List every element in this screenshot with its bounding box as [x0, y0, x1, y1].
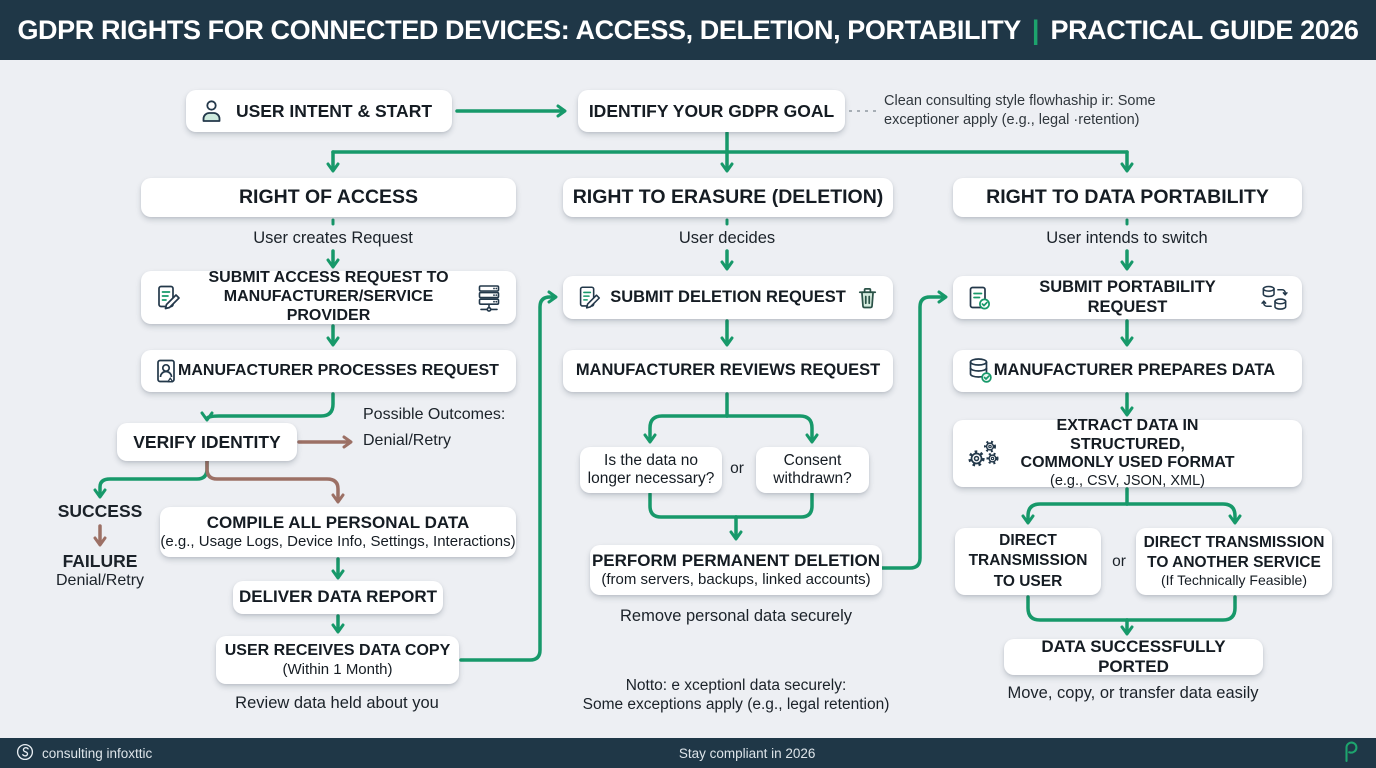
footer-bar: consulting infoxttic Stay compliant in 2…	[0, 738, 1376, 768]
node-label: RIGHT OF ACCESS	[238, 186, 419, 208]
node-label: USER INTENT & START	[235, 100, 433, 121]
node-label: COMMONLY USED FORMAT	[1020, 454, 1235, 472]
node-label: DELIVER DATA REPORT	[238, 587, 438, 607]
gears-icon	[965, 436, 1001, 472]
node-user-receives-copy: USER RECEIVES DATA COPY (Within 1 Month)	[216, 636, 459, 684]
node-direct-transmission-user: DIRECT TRANSMISSION TO USER	[955, 528, 1101, 595]
erasure-note-line2: Some exceptions apply (e.g., legal reten…	[582, 696, 890, 713]
node-label: MANUFACTURER PREPARES DATA	[993, 361, 1276, 380]
portability-sublabel: User intends to switch	[1046, 229, 1208, 247]
node-label: SUBMIT PORTABILITY REQUEST	[1039, 278, 1216, 316]
person-icon	[198, 98, 225, 125]
node-label: MANUFACTURER/SERVICE PROVIDER	[223, 288, 434, 324]
document-edit-icon	[575, 284, 603, 312]
access-footnote: Review data held about you	[235, 694, 439, 712]
footer-tagline: Stay compliant in 2026	[678, 745, 816, 761]
node-manufacturer-reviews: MANUFACTURER REVIEWS REQUEST	[563, 350, 893, 392]
footer-brand: consulting infoxttic	[16, 743, 152, 764]
possible-outcomes-value: Denial/Retry	[363, 432, 452, 449]
annotation-line2: exceptioner apply (e.g., legal ·retentio…	[884, 112, 1140, 129]
node-verify-identity: VERIFY IDENTITY	[117, 423, 297, 461]
node-label: withdrawn?	[773, 470, 852, 487]
node-user-intent: USER INTENT & START	[186, 90, 452, 132]
node-question-consent-withdrawn: Consent withdrawn?	[756, 447, 869, 493]
or-label-erasure: or	[730, 460, 744, 477]
node-label: VERIFY IDENTITY	[133, 431, 281, 452]
portability-footnote: Move, copy, or transfer data easily	[1007, 684, 1259, 702]
erasure-sublabel: User decides	[678, 229, 776, 247]
node-label: longer necessary?	[587, 470, 715, 487]
node-sublabel: (e.g., CSV, JSON, XML)	[1050, 473, 1205, 490]
id-document-icon	[153, 358, 180, 385]
data-transfer-icon	[1259, 282, 1290, 313]
node-perform-deletion: PERFORM PERMANENT DELETION (from servers…	[590, 545, 882, 595]
node-label: MANUFACTURER PROCESSES REQUEST	[178, 361, 499, 379]
header-right-to-erasure: RIGHT TO ERASURE (DELETION)	[563, 178, 893, 217]
header-right-to-portability: RIGHT TO DATA PORTABILITY	[953, 178, 1302, 217]
node-question-data-necessary: Is the data no longer necessary?	[580, 447, 722, 493]
node-identify-goal: IDENTIFY YOUR GDPR GOAL	[578, 90, 845, 132]
node-sublabel: (from servers, backups, linked accounts)	[601, 571, 871, 589]
node-submit-portability: SUBMIT PORTABILITY REQUEST	[953, 276, 1302, 319]
header-right-of-access: RIGHT OF ACCESS	[141, 178, 516, 217]
footer-logo-icon	[1342, 741, 1360, 766]
annotation-line1: Clean consulting style flowhaship ir: So…	[884, 93, 1156, 109]
node-manufacturer-prepares: MANUFACTURER PREPARES DATA	[953, 350, 1302, 392]
node-label: MANUFACTURER REVIEWS REQUEST	[575, 361, 881, 380]
trash-icon	[854, 284, 881, 311]
node-label: DIRECT	[999, 532, 1057, 550]
possible-outcomes-title: Possible Outcomes:	[363, 406, 506, 423]
brand-swirl-icon	[16, 743, 34, 764]
node-sublabel: (e.g., Usage Logs, Device Info, Settings…	[160, 533, 516, 551]
document-check-icon	[965, 284, 993, 312]
page-title: GDPR RIGHTS FOR CONNECTED DEVICES: ACCES…	[17, 14, 1021, 45]
node-label: TRANSMISSION	[968, 552, 1088, 570]
database-icon	[965, 356, 995, 386]
node-label: Consent	[783, 451, 842, 469]
node-submit-deletion: SUBMIT DELETION REQUEST	[563, 276, 893, 319]
annotation-note: Clean consulting style flowhaship ir: So…	[884, 92, 1156, 130]
node-label: TO ANOTHER SERVICE	[1147, 553, 1321, 571]
node-label: RIGHT TO DATA PORTABILITY	[986, 186, 1269, 208]
node-label: DATA SUCCESSFULLY PORTED	[1041, 636, 1226, 676]
node-label: DIRECT TRANSMISSION	[1143, 534, 1325, 552]
node-manufacturer-processes: MANUFACTURER PROCESSES REQUEST	[141, 350, 516, 392]
success-label: SUCCESS	[57, 501, 143, 521]
node-extract-data: EXTRACT DATA IN STRUCTURED, COMMONLY USE…	[953, 416, 1302, 490]
node-label: EXTRACT DATA IN STRUCTURED,	[1056, 416, 1199, 453]
failure-label: FAILURE	[62, 551, 138, 571]
node-sublabel: (If Technically Feasible)	[1160, 572, 1308, 589]
node-deliver-report: DELIVER DATA REPORT	[233, 581, 443, 614]
node-label: RIGHT TO ERASURE (DELETION)	[572, 186, 884, 208]
title-bar: GDPR RIGHTS FOR CONNECTED DEVICES: ACCES…	[0, 0, 1376, 60]
node-label: SUBMIT ACCESS REQUEST TO	[208, 269, 449, 287]
node-label: COMPILE ALL PERSONAL DATA	[206, 513, 470, 533]
node-label: TO USER	[993, 572, 1063, 590]
server-icon	[474, 283, 504, 313]
footer-brand-label: consulting infoxttic	[42, 745, 153, 761]
node-label: Is the data no	[604, 451, 698, 469]
erasure-footnote: Remove personal data securely	[619, 607, 853, 625]
node-label: SUBMIT DELETION REQUEST	[610, 287, 846, 306]
or-label-portability: or	[1112, 553, 1126, 570]
node-label: IDENTIFY YOUR GDPR GOAL	[588, 100, 835, 121]
node-compile-data: COMPILE ALL PERSONAL DATA (e.g., Usage L…	[160, 507, 516, 557]
node-label: USER RECEIVES DATA COPY	[224, 641, 451, 659]
page-subtitle: PRACTICAL GUIDE 2026	[1050, 14, 1359, 45]
access-sublabel: User creates Request	[253, 229, 413, 247]
title-divider: |	[1031, 14, 1040, 45]
node-data-ported: DATA SUCCESSFULLY PORTED	[1004, 636, 1263, 676]
document-edit-icon	[153, 283, 183, 313]
node-label: PERFORM PERMANENT DELETION	[591, 551, 881, 571]
failure-sublabel: Denial/Retry	[55, 572, 145, 589]
node-submit-access-request: SUBMIT ACCESS REQUEST TO MANUFACTURER/SE…	[141, 269, 516, 324]
erasure-note-line1: Notto: e xceptionl data securely:	[625, 677, 847, 694]
node-direct-transmission-service: DIRECT TRANSMISSION TO ANOTHER SERVICE (…	[1136, 528, 1332, 595]
node-sublabel: (Within 1 Month)	[282, 660, 393, 678]
